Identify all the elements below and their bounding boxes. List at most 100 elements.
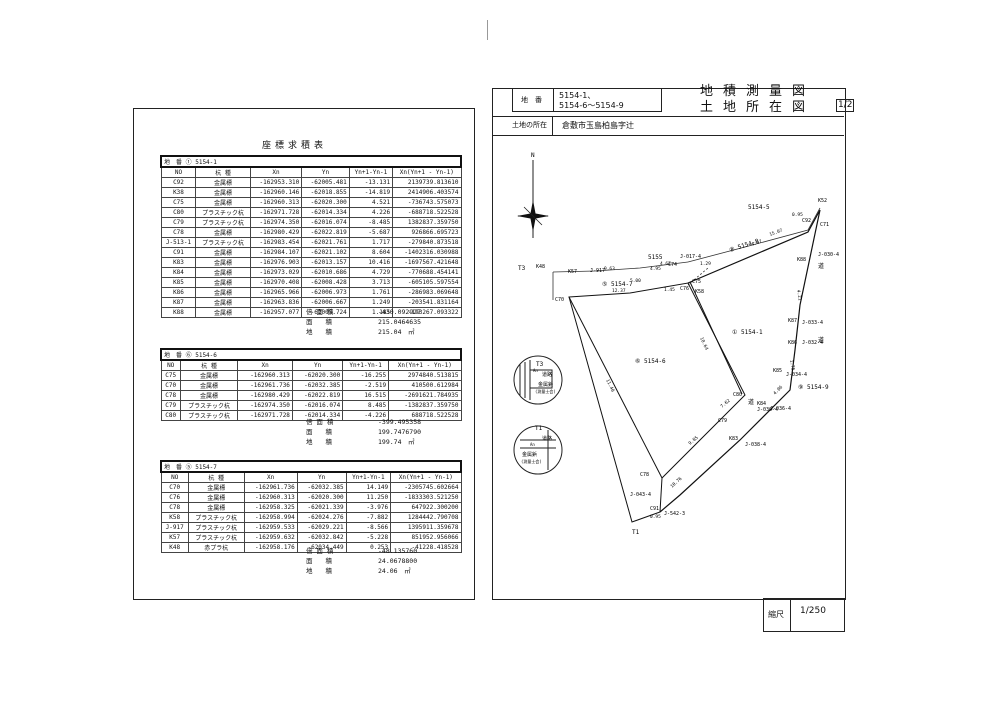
table-cell: -62018.855 [301,187,350,198]
table-cell: 金属標 [179,390,239,401]
table-cell: J-917 [160,522,189,533]
table-cell: 赤プラ杭 [187,542,245,553]
scale-box: 縮尺 1/250 [763,598,845,632]
table-cell: 金属標 [195,187,251,198]
location-value: 倉敷市玉島柏島字辻 [562,121,634,130]
table-cell: -1833303.521250 [390,492,462,503]
table-cell: K86 [160,287,197,298]
table-cell: 1.185 [348,307,394,318]
table-cell: -14.819 [348,187,394,198]
sheet-number: 1/2 [836,99,855,112]
table-cell: -736743.575073 [392,197,462,208]
table-cell: -162963.836 [249,297,303,308]
point-c70: C70 [555,297,564,303]
table-cell: 金属標 [195,267,251,278]
point-k84: K84 [757,401,766,407]
table-cell: 金属標 [187,482,245,493]
col-header-dy: Yn+1-Yn-1 [342,359,390,371]
table-cell: -162965.966 [249,287,303,298]
table-cell: プラスチック杭 [187,532,245,543]
title-location: 土地所在図 [700,100,816,115]
table-cell: -162959.533 [243,522,298,533]
table-cell: C78 [160,502,189,513]
table-cell: -62034.449 [296,542,347,553]
svg-text:0.95: 0.95 [792,212,803,218]
table-cell: -62020.300 [301,197,350,208]
table-cell: プラスチック杭 [187,512,245,523]
svg-text:0.95: 0.95 [650,514,661,520]
svg-text:4.67: 4.67 [660,261,671,267]
table-cell: 1382837.359750 [392,217,462,228]
col-header-no: NO [160,471,189,483]
coord-table-5154-7: 地 番 ⑤ 5154-7 NO 杭 種 Xn Yn Yn+1-Yn-1 Xn(Y… [160,460,462,553]
table-cell: -62006.973 [301,287,350,298]
table-cell: 1.761 [348,287,394,298]
table-cell: C79 [160,400,181,411]
table-cell: -3.976 [345,502,392,513]
table-cell: プラスチック杭 [195,237,251,248]
parcel-5154-1 [659,209,821,513]
benchmark-t3: T3 [518,265,526,272]
col-header-xn: Xn [249,166,303,178]
scale-label: 縮尺 [768,610,784,619]
table-cell: -162958.325 [243,502,298,513]
table-cell: K87 [160,297,197,308]
svg-text:7.62: 7.62 [719,398,731,410]
table-cell: K88 [160,307,197,318]
point-j0344: J-034-4 [786,372,807,378]
legend-t3-title: T3 [536,361,544,368]
table-cell: -41228.418528 [390,542,462,553]
table-cell: -62014.334 [301,207,350,218]
point-k58: K58 [695,289,704,295]
table-cell: -162980.429 [237,390,293,401]
svg-text:10.76: 10.76 [669,476,683,490]
left-page-frame [133,108,475,600]
right-page-frame [492,88,846,600]
road-label-3: 道 [748,398,754,406]
table-cell: 金属標 [187,502,245,513]
label-5154-5: 5154-5 [748,204,770,211]
table-cell: -62016.074 [301,217,350,228]
table-cell: -162960.313 [249,197,303,208]
table-cell: -162973.029 [249,267,303,278]
table-cell: 8.485 [342,400,390,411]
table-cell: 10.416 [348,257,394,268]
table-cell: 1.717 [348,237,394,248]
legend-t3-icon [513,355,563,405]
table-cell: 16.515 [342,390,390,401]
col-header-kui: 杭 種 [179,359,239,371]
table-cell: 金属標 [195,277,251,288]
coord-table-5154-1: 地 番 ① 5154-1 NO 杭 種 Xn Yn Yn+1-Yn-1 Xn(Y… [160,155,462,318]
legend-t3-mark: An [533,368,538,373]
sum-double-area: 倍 面 積-430.092927 [306,308,422,316]
col-header-no: NO [160,359,181,371]
parcel-outline [568,282,746,523]
table-cell: -7.882 [345,512,392,523]
point-j0364b: J-036-4 [770,406,791,412]
chiban-box: 地 番 5154-1、 5154-6～5154-9 [512,88,662,112]
table-cell: -2691621.784935 [388,390,462,401]
point-labels: K52 C92 C71 K88 J-030-4 K48 K57 J-917 J-… [536,198,839,517]
table-cell: 688718.522528 [388,410,462,421]
table-cell: プラスチック杭 [195,207,251,218]
table-cell: -193267.093322 [392,307,462,318]
svg-text:4.06: 4.06 [772,384,784,396]
col-header-product: Xn(Yn+1 - Yn-1) [388,359,462,371]
table-cell: C78 [160,390,181,401]
point-k48: K48 [536,264,545,270]
svg-text:1.45: 1.45 [664,287,675,293]
table-cell: -62022.819 [301,227,350,238]
legend-t1-mark: An [530,442,535,447]
table-cell: -62021.339 [296,502,347,513]
table-cell: -62005.481 [301,177,350,188]
